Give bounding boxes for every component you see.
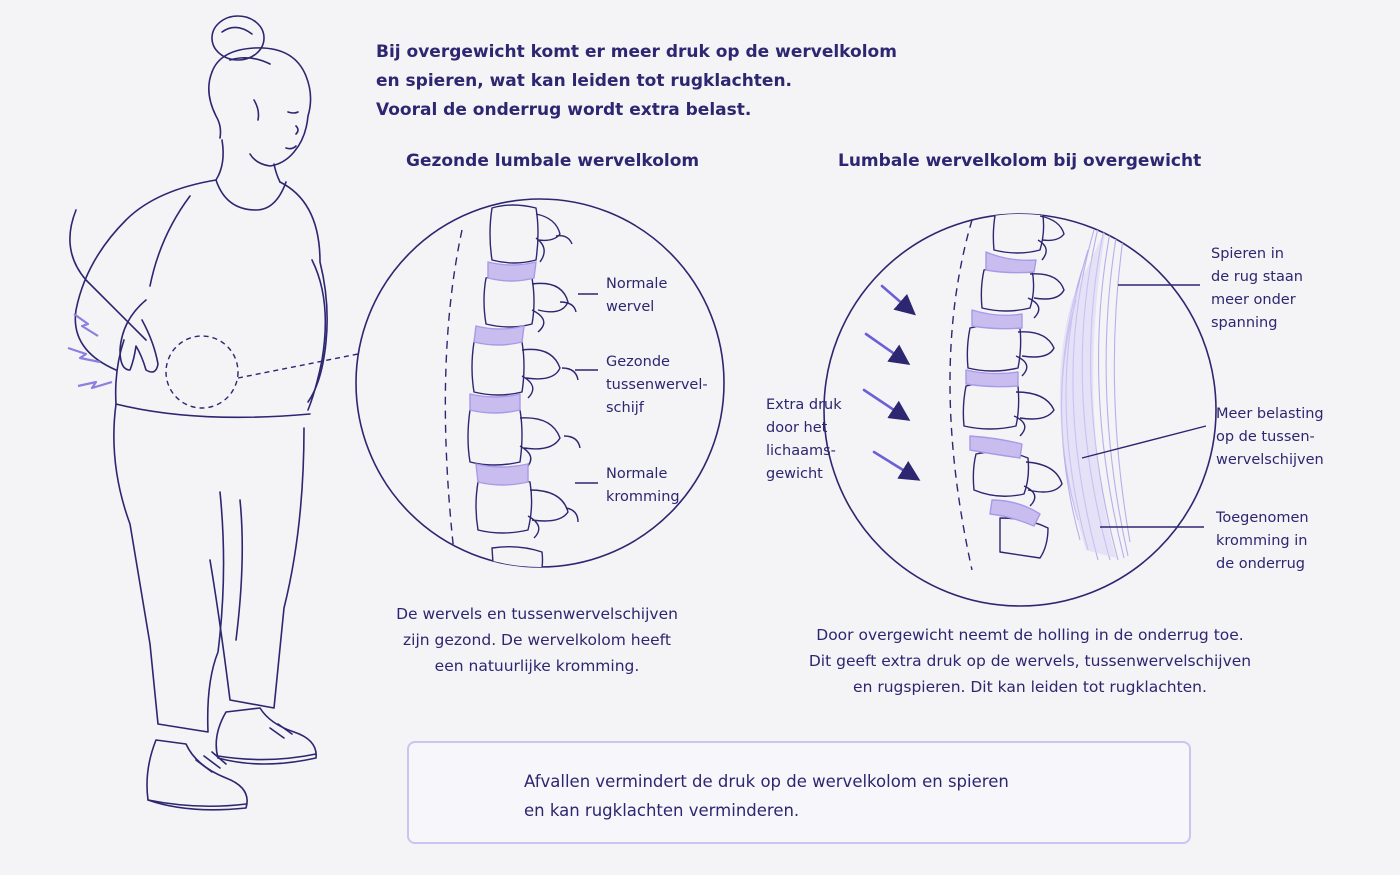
overweight-caption: Door overgewicht neemt de holling in de … <box>790 622 1270 700</box>
pain-bolt-icons <box>67 313 113 390</box>
label-healthy-disc: Gezonde tussenwervel- schijf <box>606 351 708 420</box>
advice-line-1: Afvallen vermindert de druk op de wervel… <box>524 772 1009 791</box>
label-line: tussenwervel- <box>606 377 708 393</box>
overweight-title: Lumbale wervelkolom bij overgewicht <box>838 151 1202 171</box>
caption-line: en rugspieren. Dit kan leiden tot rugkla… <box>853 678 1207 696</box>
label-line: schijf <box>606 400 644 416</box>
label-line: de onderrug <box>1216 556 1305 572</box>
label-line: lichaams- <box>766 443 836 459</box>
label-line: op de tussen- <box>1216 429 1315 445</box>
lower-back-callout <box>165 335 359 409</box>
label-line: de rug staan <box>1211 269 1303 285</box>
caption-line: Dit geeft extra druk op de wervels, tuss… <box>808 652 1252 670</box>
advice-text: Afvallen vermindert de druk op de wervel… <box>524 767 1009 825</box>
intro-line-1: Bij overgewicht komt er meer druk op de … <box>376 42 897 62</box>
healthy-spine-drawing <box>444 204 581 567</box>
label-line: spanning <box>1211 315 1278 331</box>
label-normal-curve: Normale kromming <box>606 463 680 509</box>
intro-line-3: Vooral de onderrug wordt extra belast. <box>376 100 752 120</box>
intro-line-2: en spieren, wat kan leiden tot rugklacht… <box>376 71 793 91</box>
label-increased-curve: Toegenomen kromming in de onderrug <box>1216 507 1309 576</box>
label-extra-pressure: Extra druk door het lichaams- gewicht <box>766 394 842 486</box>
label-normal-vertebra: Normale wervel <box>606 273 667 319</box>
label-line: Meer belasting <box>1216 406 1324 422</box>
label-line: Toegenomen <box>1216 510 1309 526</box>
healthy-caption: De wervels en tussenwervelschijven zijn … <box>372 601 702 679</box>
label-line: wervel <box>606 299 655 315</box>
label-line: kromming in <box>1216 533 1308 549</box>
label-line: Gezonde <box>606 354 670 370</box>
label-line: meer onder <box>1211 292 1296 308</box>
caption-line: zijn gezond. De wervelkolom heeft <box>403 631 671 649</box>
label-line: kromming <box>606 489 680 505</box>
healthy-title: Gezonde lumbale wervelkolom <box>406 151 700 171</box>
label-muscle-tension: Spieren in de rug staan meer onder spann… <box>1211 243 1303 335</box>
advice-box: Afvallen vermindert de druk op de wervel… <box>407 741 1191 844</box>
woman-figure <box>69 15 328 811</box>
advice-line-2: en kan rugklachten verminderen. <box>524 801 800 820</box>
overweight-leader-lines <box>1081 284 1207 528</box>
label-line: Extra druk <box>766 397 842 413</box>
label-line: Spieren in <box>1211 246 1284 262</box>
label-line: Normale <box>606 276 668 292</box>
label-disc-load: Meer belasting op de tussen- wervelschij… <box>1216 403 1324 472</box>
overweight-spine-drawing <box>949 214 1131 571</box>
label-line: gewicht <box>766 466 823 482</box>
healthy-leader-lines <box>575 293 598 484</box>
label-line: door het <box>766 420 828 436</box>
caption-line: De wervels en tussenwervelschijven <box>396 605 678 623</box>
label-line: wervelschijven <box>1216 452 1324 468</box>
label-line: Normale <box>606 466 668 482</box>
intro-text: Bij overgewicht komt er meer druk op de … <box>376 38 936 125</box>
caption-line: een natuurlijke kromming. <box>434 657 640 675</box>
caption-line: Door overgewicht neemt de holling in de … <box>816 626 1244 644</box>
pressure-arrows <box>862 284 921 481</box>
